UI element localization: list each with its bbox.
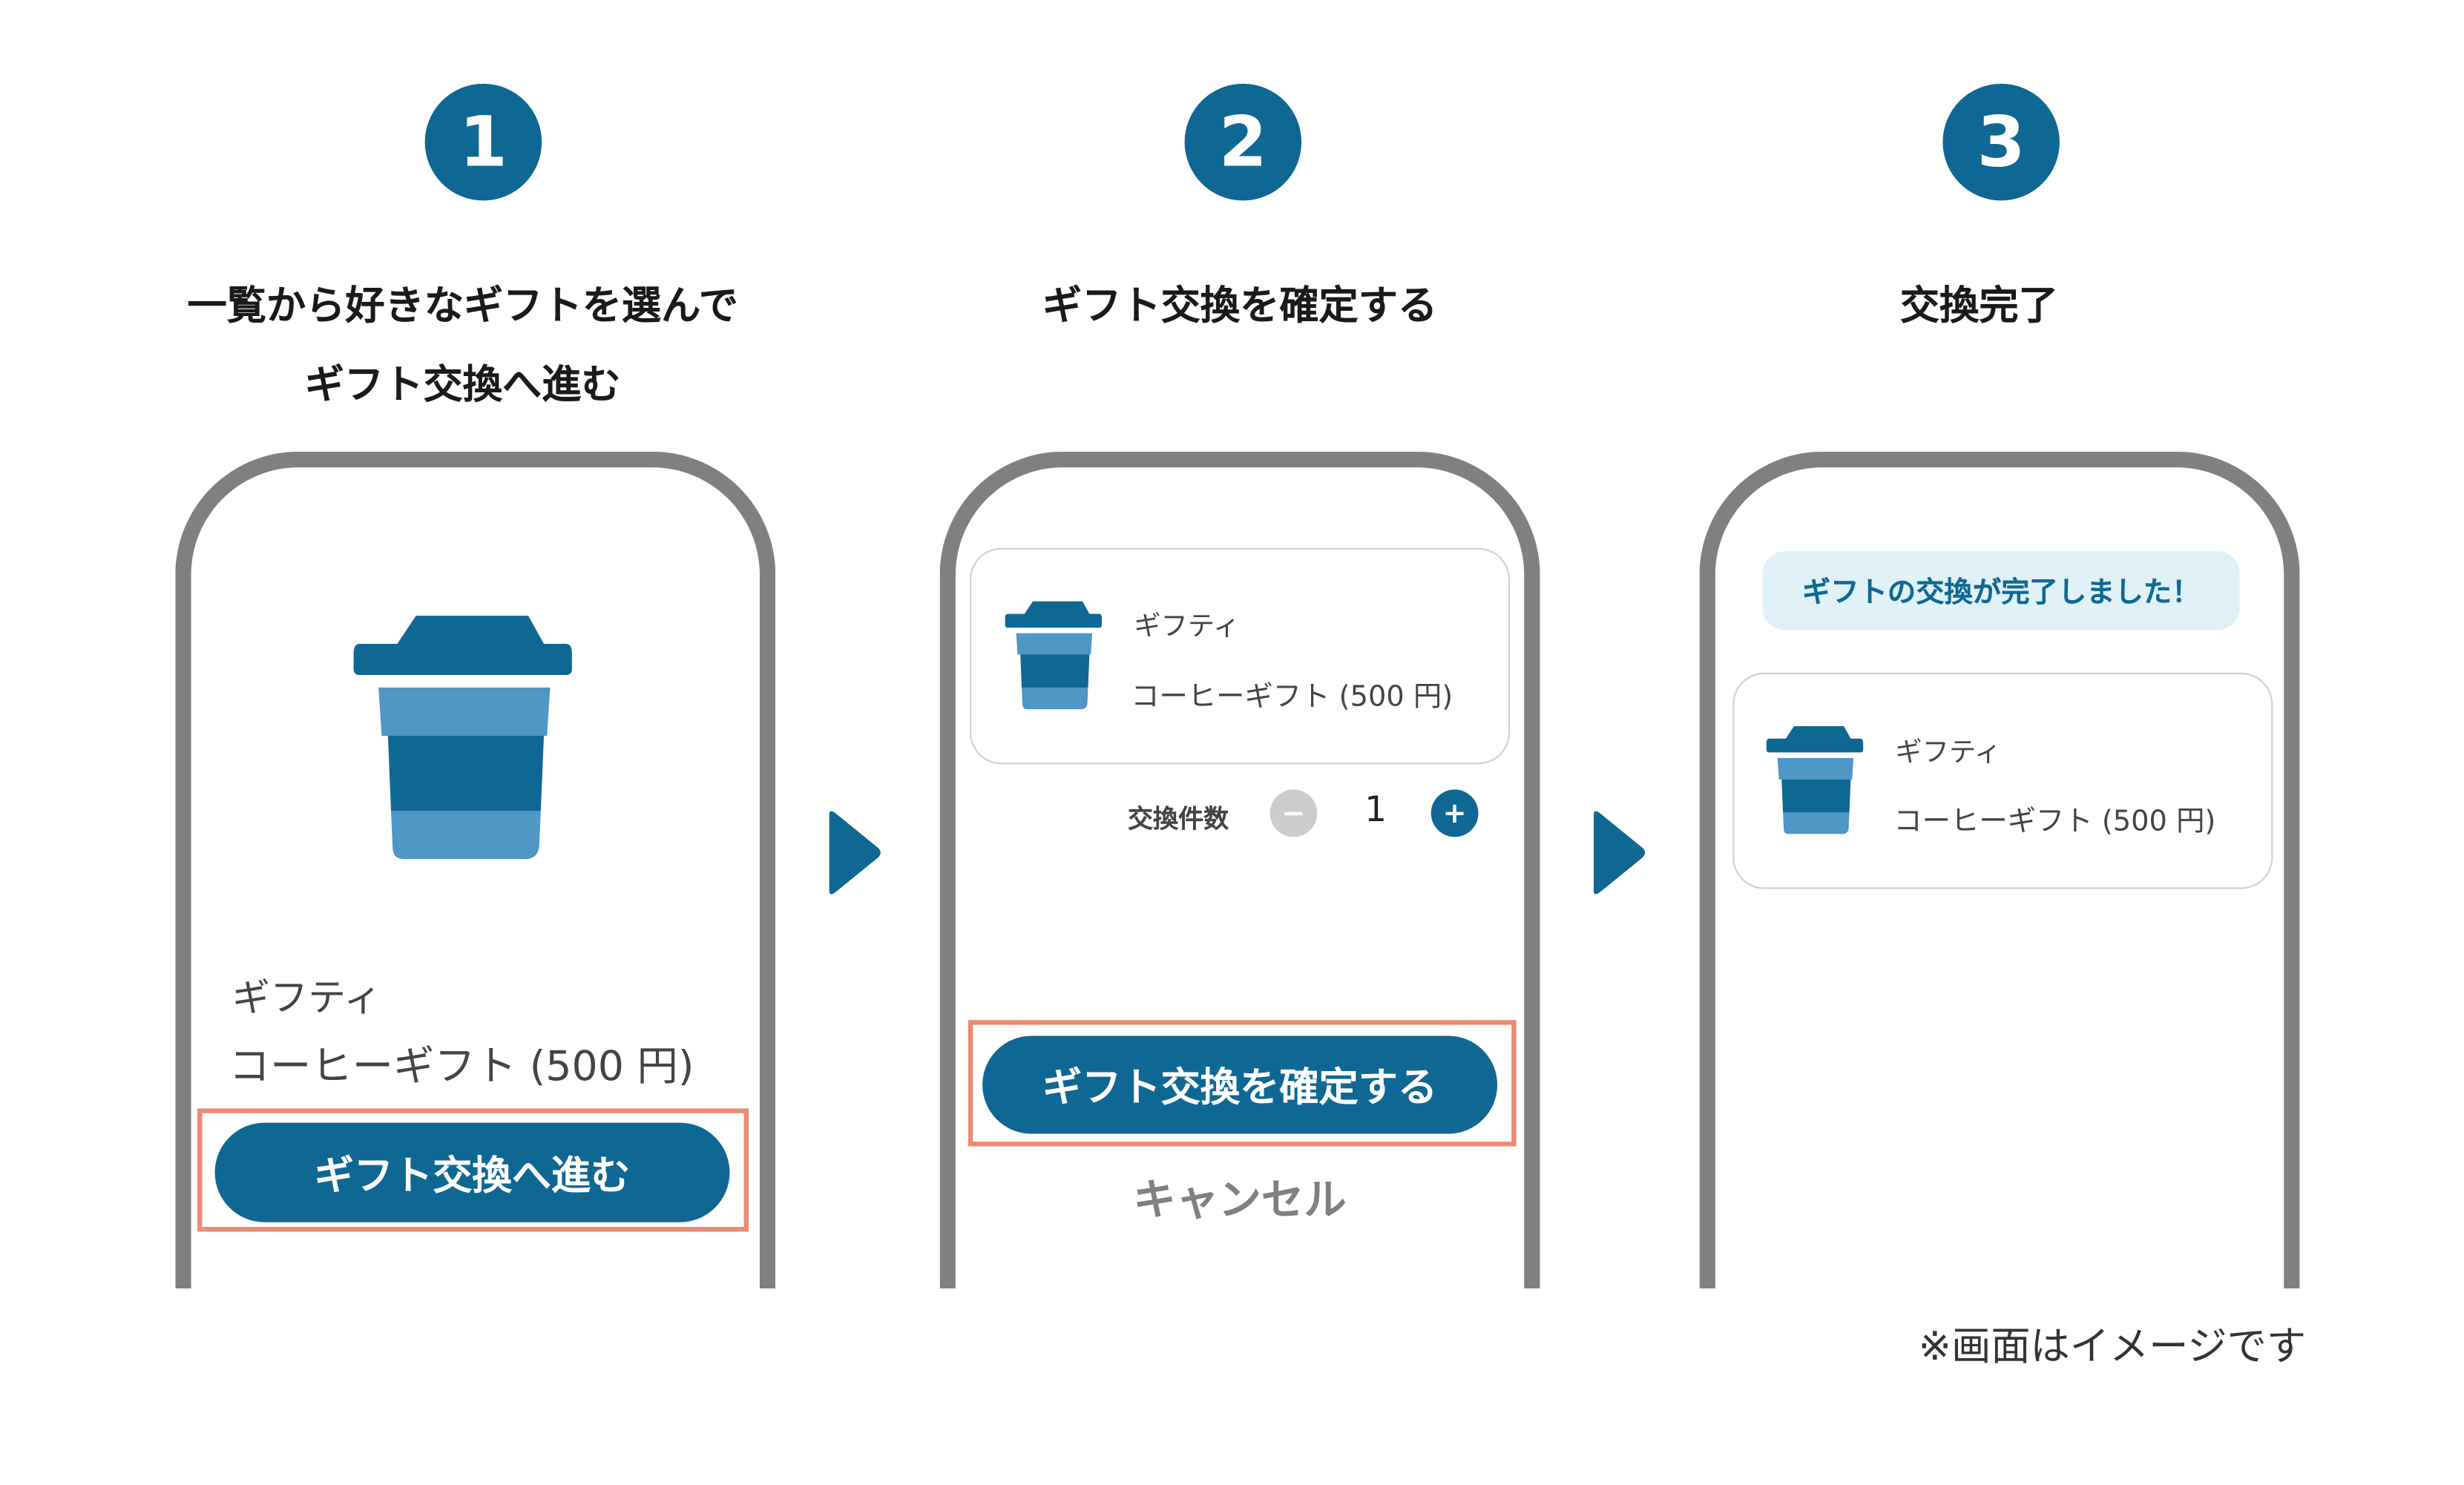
product-brand: ギフティ — [231, 975, 382, 1021]
product-brand: ギフティ — [1895, 737, 2002, 769]
step-2-title: ギフト交換を確定する — [1042, 283, 1438, 329]
coffee-cup-icon — [353, 616, 572, 860]
product-name: コーヒーギフト (500 円) — [1131, 680, 1453, 714]
proceed-to-exchange-button[interactable]: ギフト交換へ進む — [214, 1122, 730, 1222]
completion-message: ギフトの交換が完了しました！ — [1762, 550, 2240, 630]
highlight-frame — [967, 1020, 1517, 1147]
highlight-frame — [197, 1108, 749, 1232]
step-1-badge: 1 — [424, 83, 542, 201]
arrow-right-icon — [829, 811, 881, 895]
quantity-label: 交換件数 — [1127, 803, 1229, 834]
product-brand: ギフティ — [1134, 610, 1241, 643]
coffee-cup-icon — [1766, 725, 1864, 834]
increment-button[interactable]: + — [1430, 789, 1479, 837]
step-2-badge: 2 — [1184, 83, 1302, 201]
coffee-cup-icon — [1005, 601, 1103, 710]
quantity-value: 1 — [1364, 791, 1387, 831]
arrow-right-icon — [1593, 811, 1646, 895]
step-3-badge: 3 — [1942, 83, 2060, 201]
decrement-button[interactable]: − — [1269, 789, 1318, 837]
step-1-title-line-2: ギフト交換へ進む — [304, 361, 621, 408]
footnote: ※画面はイメージです — [1918, 1323, 2307, 1369]
step-3-title: 交換完了 — [1899, 283, 2058, 329]
confirm-exchange-button[interactable]: ギフト交換を確定する — [982, 1035, 1498, 1134]
cancel-link[interactable]: キャンセル — [1133, 1176, 1347, 1225]
step-1-title-line-1: 一覧から好きなギフトを選んで — [187, 283, 738, 329]
product-name: コーヒーギフト (500 円) — [1893, 805, 2216, 839]
product-name: コーヒーギフト (500 円) — [229, 1044, 694, 1092]
